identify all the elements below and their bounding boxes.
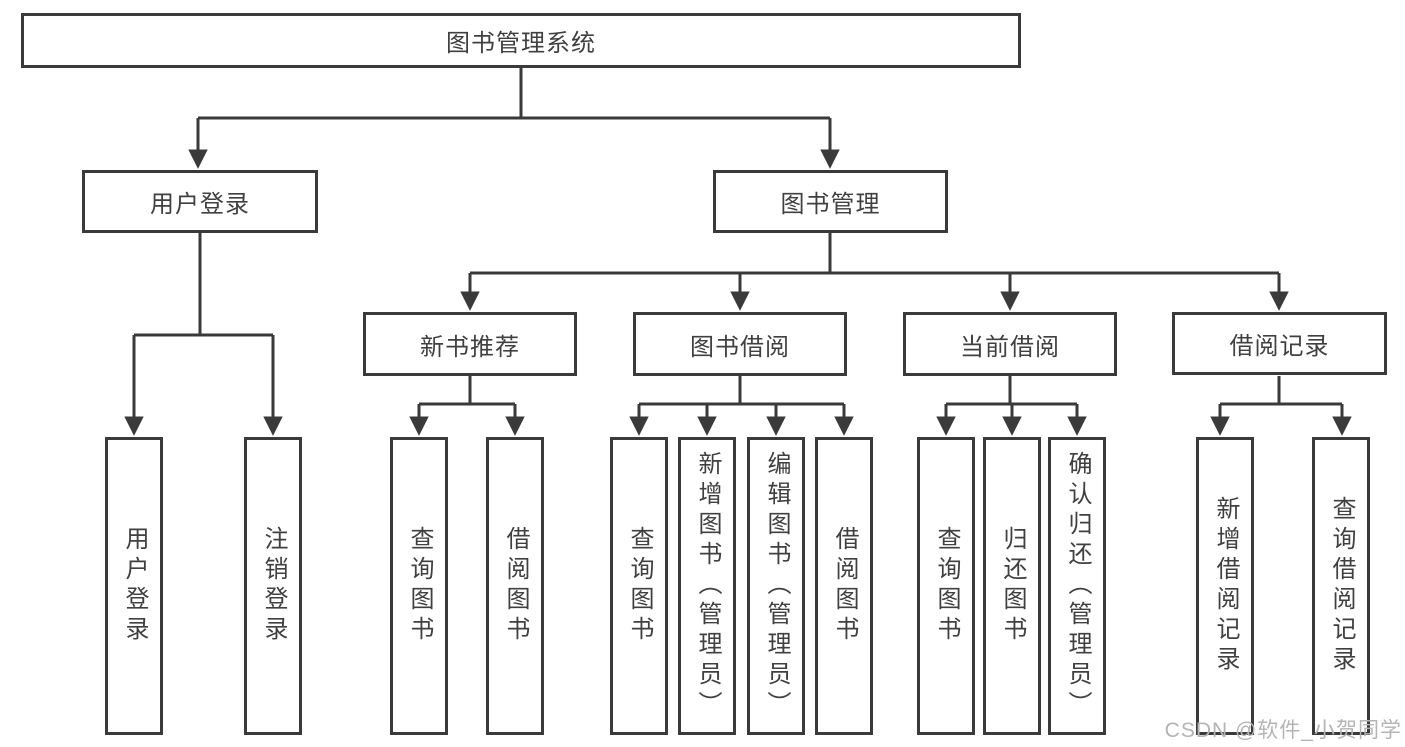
leaf-user-login: 用户登录 bbox=[105, 437, 163, 735]
leaf-borrow-books-recommend: 借阅图书 bbox=[486, 437, 544, 735]
node-user-login: 用户登录 bbox=[82, 170, 318, 233]
leaf-query-books-borrow: 查询图书 bbox=[610, 437, 668, 735]
leaf-add-borrow-record: 新增借阅记录 bbox=[1196, 437, 1254, 735]
csdn-watermark: CSDN @软件_小贺同学 bbox=[1164, 719, 1402, 742]
leaf-add-books-admin: 新增图书（管理员） bbox=[678, 437, 736, 735]
node-library-management-system: 图书管理系统 bbox=[21, 13, 1021, 68]
leaf-logout: 注销登录 bbox=[244, 437, 302, 735]
leaf-query-books-current: 查询图书 bbox=[917, 437, 975, 735]
node-book-management: 图书管理 bbox=[713, 170, 948, 233]
leaf-return-books: 归还图书 bbox=[983, 437, 1041, 735]
node-new-book-recommend: 新书推荐 bbox=[363, 312, 577, 376]
leaf-confirm-return-admin: 确认归还（管理员） bbox=[1048, 437, 1106, 735]
leaf-edit-books-admin: 编辑图书（管理员） bbox=[747, 437, 805, 735]
node-current-borrow: 当前借阅 bbox=[903, 312, 1117, 376]
node-borrow-records: 借阅记录 bbox=[1172, 312, 1387, 375]
leaf-query-borrow-record: 查询借阅记录 bbox=[1312, 437, 1370, 735]
leaf-borrow-books-borrow: 借阅图书 bbox=[815, 437, 873, 735]
node-book-borrow: 图书借阅 bbox=[633, 312, 847, 376]
leaf-query-books-recommend: 查询图书 bbox=[390, 437, 448, 735]
